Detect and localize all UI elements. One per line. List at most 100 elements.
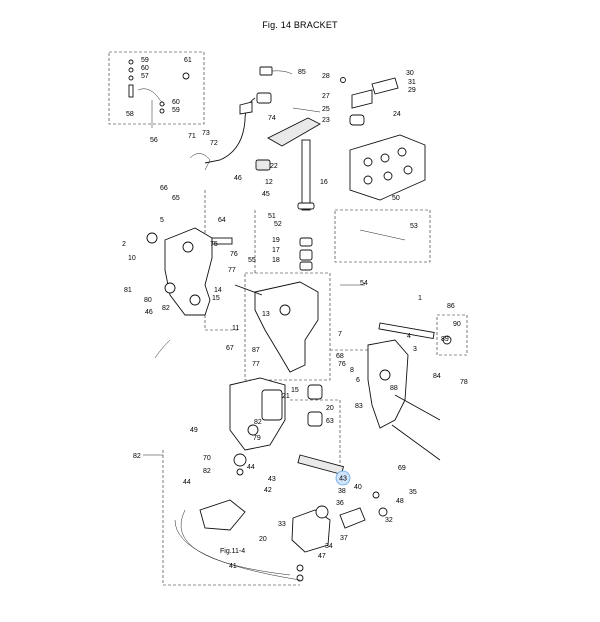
steering-shaft — [301, 139, 311, 211]
part-callout-label: 57 — [141, 73, 149, 80]
part-callout-label: 89 — [441, 336, 449, 343]
part-callout-label: 56 — [150, 137, 158, 144]
part-callout-label: 11 — [232, 325, 239, 332]
part-callout-label: 60 — [172, 99, 180, 106]
part-callout-label: 50 — [392, 195, 400, 202]
part-callout-label: 61 — [184, 57, 192, 64]
right-clamp-bracket — [367, 322, 452, 429]
part-callout-label: 73 — [202, 130, 210, 137]
part-callout-label: 45 — [262, 191, 270, 198]
grommet — [255, 159, 271, 171]
part-callout-label: 7 — [338, 331, 342, 338]
part-callout-label: 85 — [298, 69, 306, 76]
part-callout-label: 28 — [322, 73, 330, 80]
part-callout-label: 82 — [254, 419, 262, 426]
part-callout-label: 87 — [252, 347, 260, 354]
part-callout-label: 44 — [183, 479, 191, 486]
part-callout-label: 36 — [336, 500, 344, 507]
clip — [189, 153, 211, 171]
part-callout-label: 76 — [230, 251, 238, 258]
part-callout-label: 78 — [460, 379, 468, 386]
part-callout-label: 64 — [218, 217, 226, 224]
throttle-housing — [340, 77, 426, 201]
part-callout-label: 22 — [270, 163, 278, 170]
part-callout-label: 67 — [226, 345, 234, 352]
tilt-pin — [394, 394, 441, 421]
part-callout-label: 30 — [406, 70, 414, 77]
part-callout-label: 20 — [259, 536, 267, 543]
bolt-group-box — [436, 314, 468, 356]
part-callout-label: 80 — [144, 297, 152, 304]
part-callout-label: 68 — [336, 353, 344, 360]
part-callout-label: 82 — [162, 305, 170, 312]
part-callout-label: 16 — [320, 179, 328, 186]
highlighted-callout-label[interactable]: 43 — [339, 476, 347, 483]
figure-title: Fig. 14 BRACKET — [262, 20, 338, 30]
part-callout-label: 35 — [409, 489, 417, 496]
part-callout-label: 42 — [264, 487, 272, 494]
part-callout-label: 76 — [338, 361, 346, 368]
part-callout-label: 14 — [214, 287, 222, 294]
part-callout-label: 4 — [407, 333, 411, 340]
part-callout-label: 83 — [355, 403, 363, 410]
part-callout-label: 72 — [210, 140, 218, 147]
part-callout-label: 60 — [141, 65, 149, 72]
part-callout-label: 18 — [272, 257, 280, 264]
part-callout-label: 77 — [252, 361, 260, 368]
part-callout-label: 58 — [126, 111, 134, 118]
part-callout-label: 66 — [160, 185, 168, 192]
part-callout-label: 12 — [265, 179, 273, 186]
wire-harness — [204, 66, 293, 164]
part-callout-label: 5 — [160, 217, 164, 224]
steering-arm — [267, 117, 321, 147]
part-callout-label: 8 — [350, 367, 354, 374]
lower-mount — [174, 491, 388, 582]
arm-bolt — [292, 107, 321, 113]
part-callout-label: 47 — [318, 553, 326, 560]
shaft-collar — [297, 202, 315, 210]
leader-lines — [143, 100, 406, 456]
part-callout-label: 75 — [210, 241, 218, 248]
part-callout-label: 74 — [268, 115, 276, 122]
part-callout-label: 69 — [398, 465, 406, 472]
steering-group-box — [334, 209, 431, 263]
part-callout-label: 17 — [272, 247, 280, 254]
small-parts-box — [108, 51, 205, 125]
small-fasteners — [128, 59, 190, 114]
part-callout-label: 59 — [172, 107, 180, 114]
part-callout-label: 90 — [453, 321, 461, 328]
swivel-group-box — [244, 272, 331, 381]
bushing-upper — [307, 384, 323, 400]
part-callout-label: 23 — [322, 117, 330, 124]
part-callout-label: 25 — [322, 106, 330, 113]
part-callout-label: 34 — [325, 543, 333, 550]
part-callout-label: 82 — [133, 453, 141, 460]
tilt-link — [297, 454, 345, 475]
part-callout-label: 20 — [326, 405, 334, 412]
figure-crossref: Fig.11-4 — [220, 548, 245, 555]
part-callout-label: 88 — [390, 385, 398, 392]
part-callout-label: 52 — [274, 221, 282, 228]
dash-link-5 — [162, 450, 300, 586]
part-callout-label: 59 — [141, 57, 149, 64]
part-callout-label: 86 — [447, 303, 455, 310]
part-callout-label: 40 — [354, 484, 362, 491]
part-callout-label: 13 — [262, 311, 270, 318]
part-callout-label: 48 — [396, 498, 404, 505]
part-callout-label: 55 — [248, 257, 256, 264]
part-callout-label: 44 — [247, 464, 255, 471]
highlighted-callout-marker[interactable] — [335, 470, 351, 486]
part-callout-label: 15 — [291, 387, 299, 394]
part-callout-label: 49 — [190, 427, 198, 434]
part-callout-label: 82 — [203, 468, 211, 475]
part-callout-label: 33 — [278, 521, 286, 528]
part-callout-label: 2 — [122, 241, 126, 248]
part-callout-label: 65 — [172, 195, 180, 202]
part-callout-label: 43 — [268, 476, 276, 483]
part-callout-label: 77 — [228, 267, 236, 274]
part-callout-label: 41 — [229, 563, 237, 570]
part-callout-label: 19 — [272, 237, 280, 244]
part-callout-label: 1 — [418, 295, 422, 302]
